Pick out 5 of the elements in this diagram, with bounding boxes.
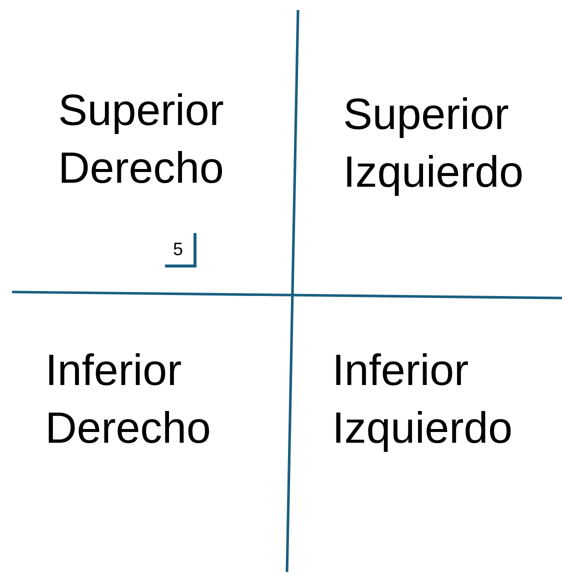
tooth-number-mark: 5 <box>165 233 196 268</box>
quadrant-label: Inferior Derecho <box>48 353 209 444</box>
quadrant-label: Superior Izquierdo <box>345 97 522 196</box>
quadrant-label: Inferior Izquierdo <box>336 353 511 452</box>
quadrant-label: Superior Derecho <box>60 93 224 184</box>
